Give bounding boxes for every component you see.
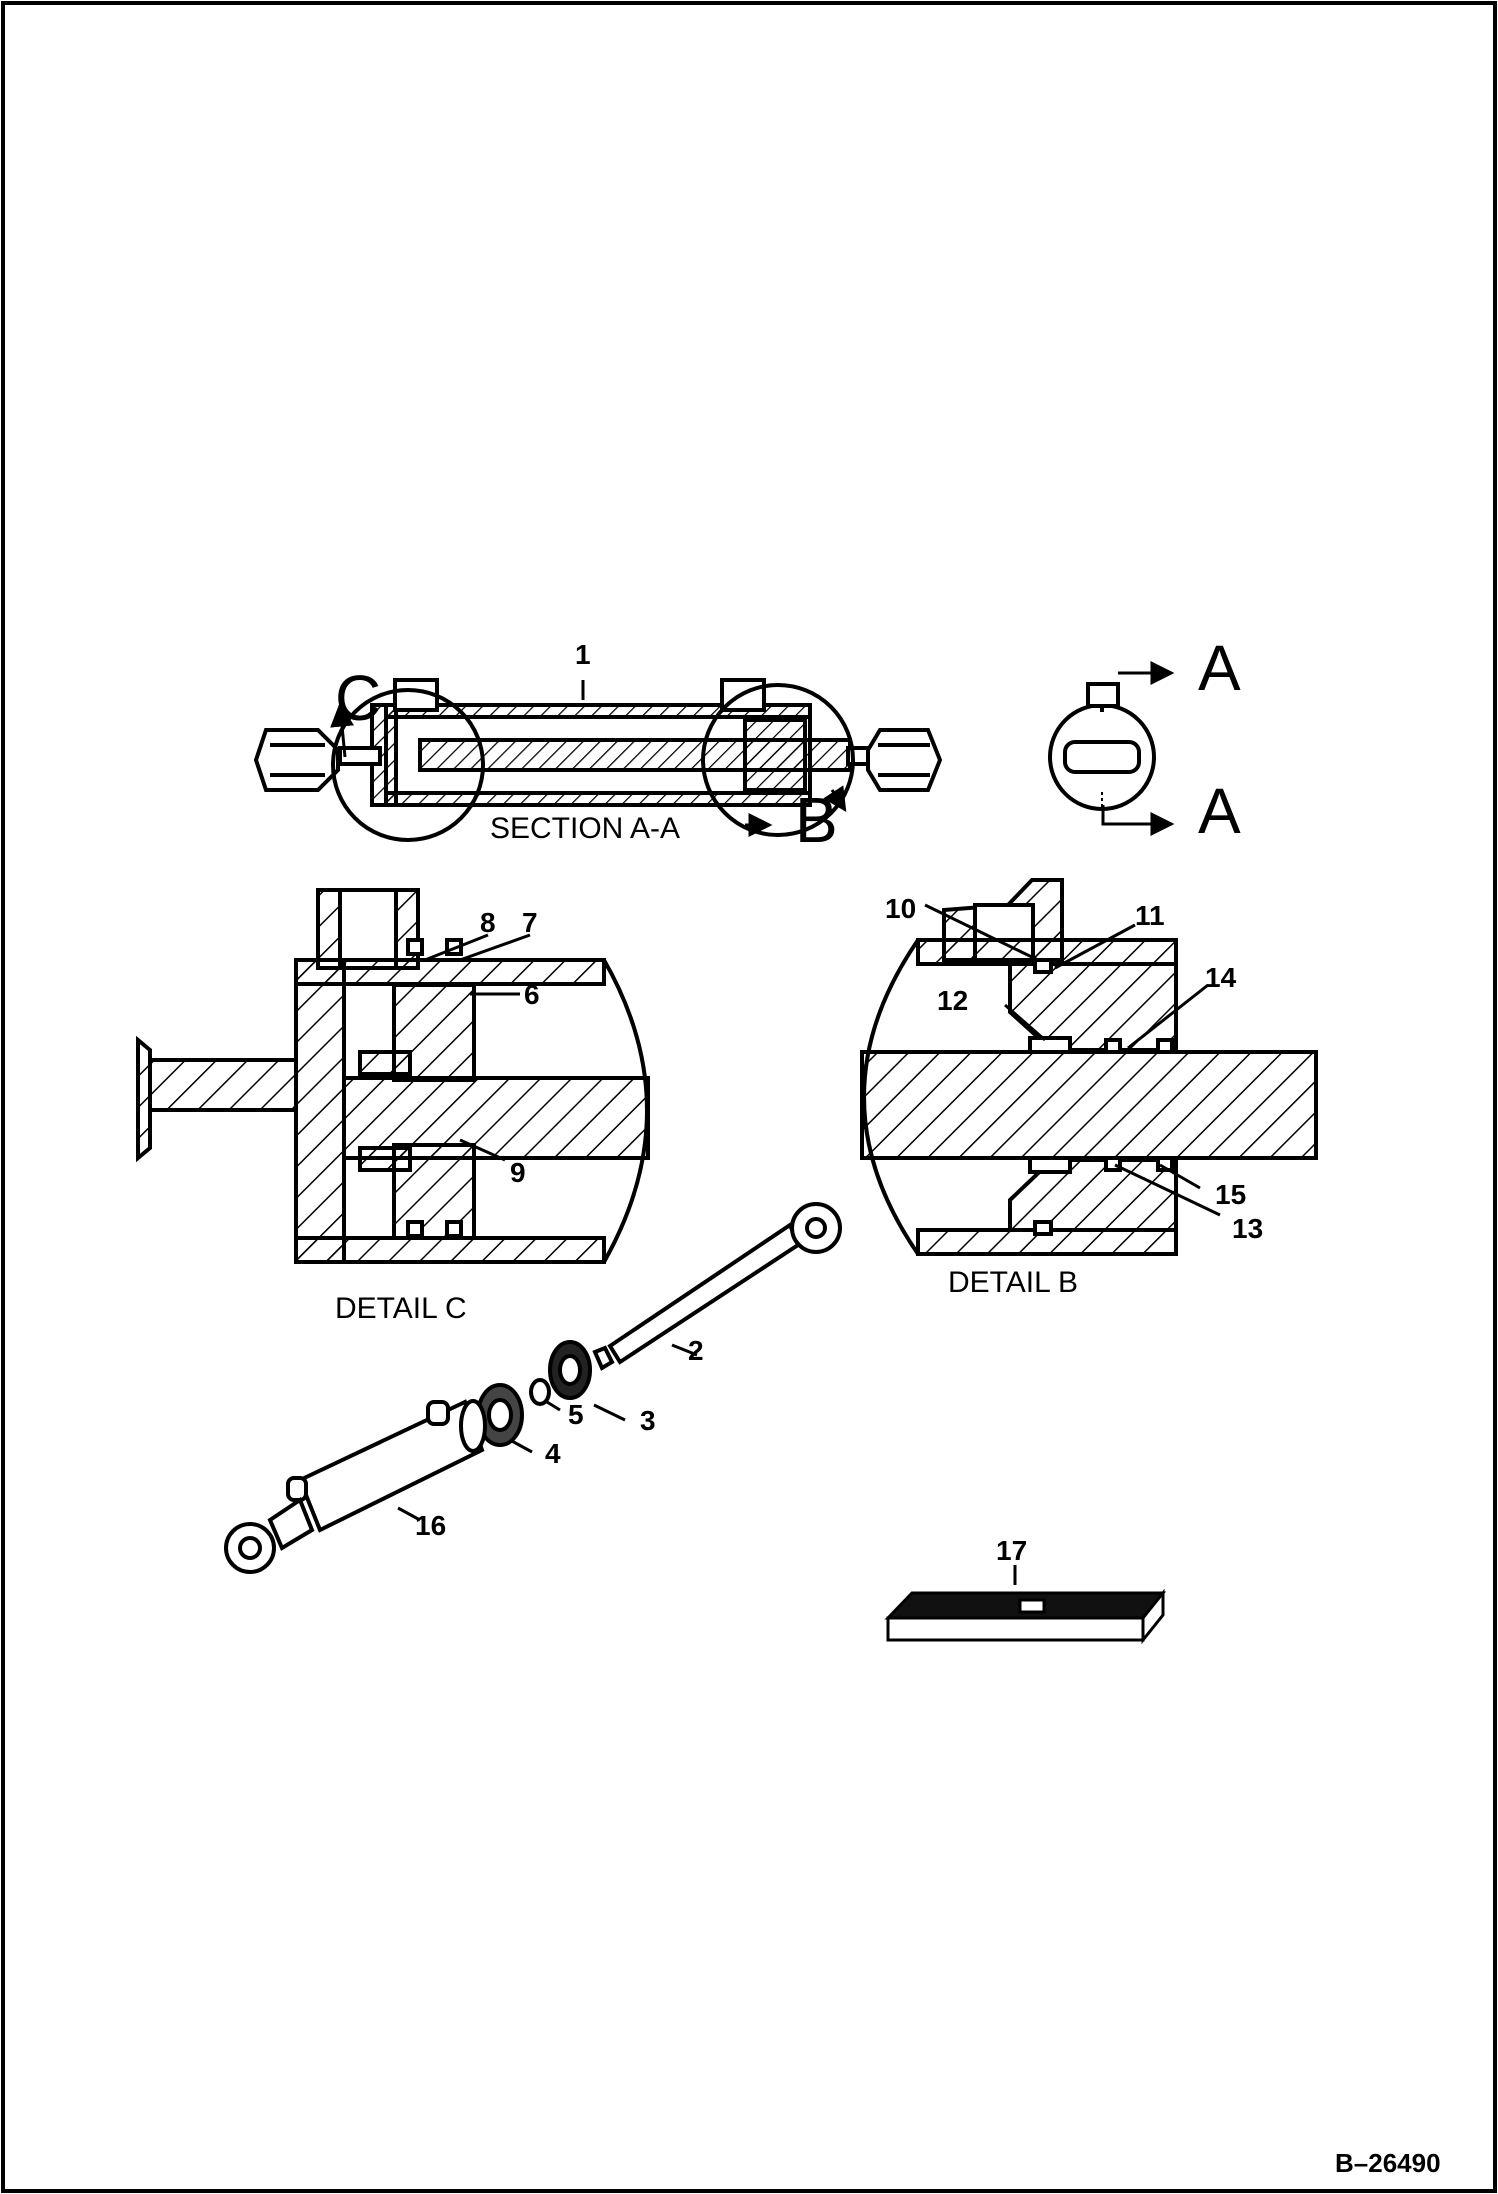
- callout-17: 17: [996, 1535, 1027, 1566]
- detail-c-view: [136, 888, 650, 1264]
- view-letter-b: B: [795, 784, 838, 856]
- callout-16: 16: [415, 1510, 446, 1541]
- callout-14: 14: [1205, 962, 1237, 993]
- callout-9: 9: [510, 1157, 526, 1188]
- decal-kit: [884, 1565, 1167, 1645]
- callout-15: 15: [1215, 1179, 1246, 1210]
- callout-2: 2: [688, 1335, 704, 1366]
- callout-4: 4: [545, 1438, 561, 1469]
- callout-8: 8: [480, 907, 496, 938]
- callout-6: 6: [524, 979, 540, 1010]
- callout-5: 5: [568, 1399, 584, 1430]
- callout-13: 13: [1232, 1213, 1263, 1244]
- detail-c-label: DETAIL C: [335, 1292, 467, 1325]
- callout-12: 12: [937, 985, 968, 1016]
- detail-b-view: [860, 878, 1318, 1256]
- view-letter-c: C: [335, 662, 381, 734]
- end-view: [1048, 661, 1175, 836]
- callout-3: 3: [640, 1405, 656, 1436]
- callout-10: 10: [885, 893, 916, 924]
- doc-number: B–26490: [1335, 2148, 1441, 2178]
- view-letter-a-top: A: [1198, 632, 1241, 704]
- callout-1: 1: [575, 639, 591, 670]
- section-label: SECTION A-A: [490, 812, 680, 845]
- callout-11: 11: [1135, 900, 1165, 931]
- view-letter-a-bottom: A: [1198, 775, 1241, 847]
- section-a-a-view: [253, 678, 943, 842]
- callout-7: 7: [522, 907, 538, 938]
- detail-b-label: DETAIL B: [948, 1266, 1078, 1299]
- exploded-cylinder: [224, 1202, 842, 1574]
